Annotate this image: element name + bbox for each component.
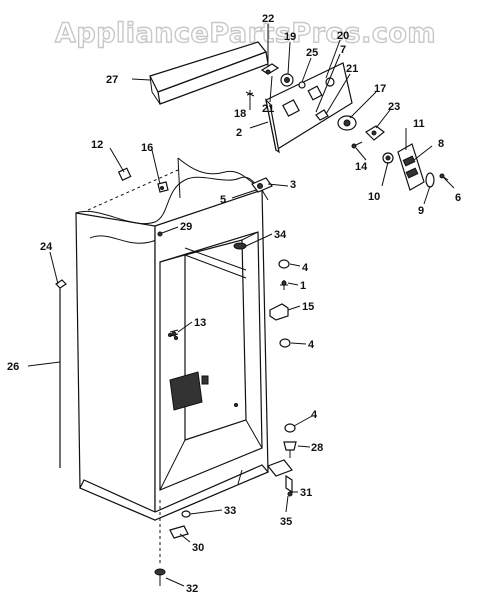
callout-7: 7 — [340, 44, 346, 56]
callout-23: 23 — [388, 101, 400, 113]
callout-33: 33 — [224, 505, 236, 517]
nut-4-low — [284, 423, 296, 433]
screw-1 — [280, 280, 288, 290]
callout-9: 9 — [418, 205, 424, 217]
callout-16: 16 — [141, 142, 153, 154]
bracket-30 — [169, 525, 189, 539]
callout-17: 17 — [374, 83, 386, 95]
callout-11: 11 — [413, 118, 425, 130]
callout-14: 14 — [355, 161, 368, 173]
control-panel-plate — [265, 62, 353, 154]
screw-32 — [154, 568, 166, 586]
cabinet-liner — [75, 157, 269, 521]
callout-4-top: 4 — [302, 262, 309, 274]
callout-32: 32 — [186, 583, 198, 595]
switch-housing-11 — [397, 143, 425, 191]
hinge-bracket-3 — [251, 177, 273, 193]
callout-4-low: 4 — [311, 409, 318, 421]
callout-22: 22 — [262, 13, 274, 25]
thermostat-knob-19 — [280, 73, 294, 87]
callout-21-right: 21 — [346, 63, 358, 75]
callout-20: 20 — [337, 30, 349, 42]
callout-2: 2 — [236, 127, 242, 139]
callout-30: 30 — [192, 542, 204, 554]
damper-motor-17 — [337, 115, 357, 131]
callout-25: 25 — [306, 47, 318, 59]
bracket-23 — [365, 125, 385, 141]
clip-21 — [315, 109, 329, 121]
construction-line-top — [87, 169, 179, 211]
callout-1: 1 — [300, 280, 306, 292]
clip-22 — [260, 63, 280, 75]
callout-15: 15 — [302, 301, 314, 313]
callout-19: 19 — [284, 31, 296, 43]
callout-29: 29 — [180, 221, 192, 233]
callout-4-mid: 4 — [308, 339, 315, 351]
plug-12 — [117, 167, 132, 182]
callout-21-left: 21 — [262, 103, 274, 115]
watermark-text: AppliancePartsPros.com — [55, 18, 436, 49]
callout-13: 13 — [194, 317, 206, 329]
screw-14 — [351, 141, 363, 149]
callout-24: 24 — [40, 241, 53, 253]
side-trim-26 — [55, 279, 67, 468]
bottom-hinge-31 — [267, 459, 293, 497]
bracket-15 — [269, 303, 289, 321]
callout-18: 18 — [234, 108, 246, 120]
callout-27: 27 — [106, 74, 118, 86]
washer-33 — [181, 510, 191, 518]
leader-lines — [27, 24, 455, 587]
callout-35: 35 — [280, 516, 292, 528]
clip-16 — [157, 181, 169, 193]
screw-29 — [157, 231, 163, 237]
callout-28: 28 — [311, 442, 323, 454]
lamp-9 — [425, 172, 435, 188]
grommet-34 — [233, 242, 247, 250]
callout-5: 5 — [220, 194, 226, 206]
callout-31: 31 — [300, 487, 312, 499]
leveler-28 — [283, 441, 297, 458]
callout-8: 8 — [438, 138, 444, 150]
callout-34: 34 — [274, 229, 287, 241]
nut-4-mid — [279, 338, 291, 348]
fastener-13 — [169, 329, 179, 337]
callout-12: 12 — [91, 139, 103, 151]
callout-6: 6 — [455, 192, 461, 204]
callout-26: 26 — [7, 361, 19, 373]
socket-10 — [382, 152, 394, 164]
callout-10: 10 — [368, 191, 380, 203]
top-trim-bracket — [149, 41, 269, 105]
nut-4-top — [278, 259, 290, 269]
screw-6 — [439, 173, 449, 181]
callout-labels: 22 20 19 25 7 27 21 21 18 17 23 2 11 8 1… — [7, 13, 461, 595]
callout-3: 3 — [290, 179, 296, 191]
